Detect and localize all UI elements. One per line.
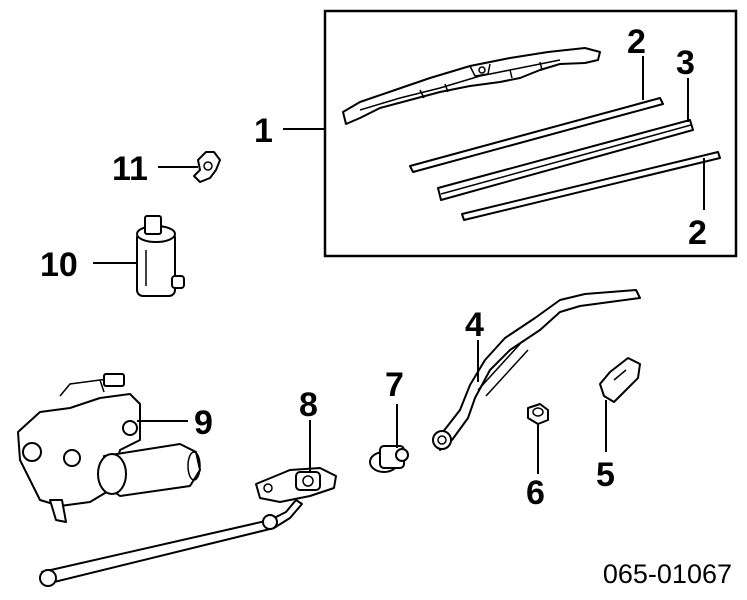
callout-8: 8 [299, 386, 318, 424]
callout-3: 3 [676, 44, 695, 82]
washer-nozzle-clip-part [193, 151, 221, 183]
pivot-linkage-part [39, 467, 337, 587]
blade-rubber-strip-lower-part [461, 151, 721, 221]
callout-6: 6 [526, 474, 545, 512]
callout-5: 5 [596, 456, 615, 494]
arm-cover-cap-part [599, 357, 641, 403]
nut-part [527, 403, 549, 425]
callout-10: 10 [40, 246, 78, 284]
callout-1: 1 [254, 112, 273, 150]
pivot-cap-part [369, 445, 409, 473]
callout-2-upper: 2 [627, 23, 646, 61]
wiper-arm-part [432, 289, 641, 451]
blade-rubber-strip-upper-part [409, 97, 664, 173]
blade-assembly-inset-box [323, 9, 738, 258]
callout-4: 4 [465, 306, 484, 344]
blade-insert-part [437, 119, 694, 201]
callout-2-lower: 2 [688, 214, 707, 252]
wiper-motor-part [17, 373, 201, 523]
wiper-blade-frame-part [342, 47, 601, 125]
callout-11: 11 [112, 150, 148, 188]
washer-pump-part [136, 215, 185, 297]
callout-9: 9 [194, 404, 213, 442]
diagram-part-code: 065-01067 [603, 559, 732, 589]
callout-7: 7 [385, 366, 404, 404]
